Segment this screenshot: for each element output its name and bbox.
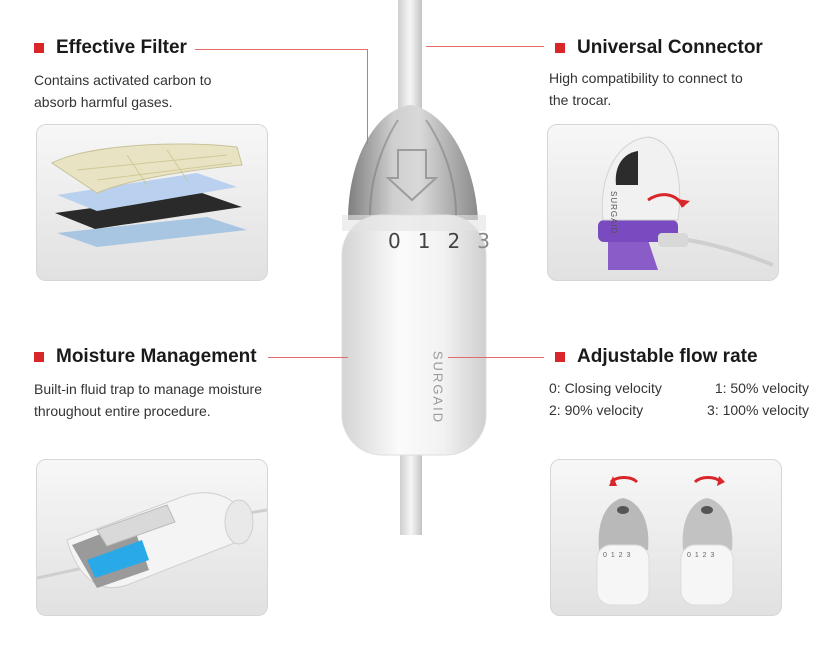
bullet-icon [555, 43, 565, 53]
moisture-desc-line-2: throughout entire procedure. [34, 403, 211, 419]
moisture-image [36, 459, 268, 616]
mini-dial-numbers-right: 0 1 2 3 [687, 552, 716, 559]
flow-rates: 0: Closing velocity 1: 50% velocity 2: 9… [549, 377, 809, 421]
flow-rate-1: 1: 50% velocity [714, 380, 809, 396]
rotate-arrow-icon [678, 199, 690, 207]
dial-number-2: 2 [447, 229, 461, 253]
filter-title: Effective Filter [56, 37, 187, 58]
central-device [341, 0, 487, 535]
dial-cap [348, 105, 478, 220]
trocar-connector-illustration [598, 136, 774, 270]
connector-description: High compatibility to connect to the tro… [549, 67, 743, 111]
upper-tube [398, 0, 422, 110]
rotate-right-arrow-icon [717, 476, 725, 486]
mini-dial-numbers-left: 0 1 2 3 [603, 552, 632, 559]
device-brand-label: SURGAID [430, 350, 446, 425]
bullet-icon [34, 43, 44, 53]
line-connector [426, 46, 544, 47]
filter-heading: Effective Filter [34, 37, 187, 59]
connector-brand-label: SURGAID [609, 191, 618, 235]
dial-number-3: 3 [477, 229, 490, 253]
fluid-trap-cutaway-illustration [37, 492, 267, 589]
flow-image: 0 1 2 3 0 1 2 3 [550, 459, 782, 616]
arrow-down-icon [385, 149, 439, 202]
connector-heading: Universal Connector [555, 37, 763, 59]
moisture-desc-line-1: Built-in fluid trap to manage moisture [34, 381, 262, 397]
device-dial-numbers: 0 1 2 3 [388, 229, 490, 253]
connector-desc-line-2: the trocar. [549, 92, 612, 108]
moisture-description: Built-in fluid trap to manage moisture t… [34, 378, 262, 422]
flow-rate-3: 3: 100% velocity [707, 402, 809, 418]
moisture-title: Moisture Management [56, 346, 257, 367]
filter-desc-line-2: absorb harmful gases. [34, 94, 173, 110]
line-filter-v [367, 49, 368, 144]
moisture-heading: Moisture Management [34, 346, 257, 368]
line-moisture [268, 357, 348, 358]
rotating-dial-pair-illustration [596, 476, 734, 606]
connector-title: Universal Connector [577, 37, 763, 58]
connector-image: SURGAID [547, 124, 779, 281]
flow-title: Adjustable flow rate [577, 346, 758, 367]
dial-number-0: 0 [388, 229, 401, 253]
connector-desc-line-1: High compatibility to connect to [549, 70, 743, 86]
flow-rate-2: 2: 90% velocity [549, 402, 644, 418]
filter-image [36, 124, 268, 281]
bullet-icon [34, 352, 44, 362]
flow-heading: Adjustable flow rate [555, 346, 758, 368]
line-filter-h [195, 49, 367, 50]
lower-tube [400, 450, 422, 535]
rotate-left-arrow-icon [609, 476, 617, 486]
filter-description: Contains activated carbon to absorb harm… [34, 69, 211, 113]
flow-rate-0: 0: Closing velocity [549, 380, 662, 396]
filter-desc-line-1: Contains activated carbon to [34, 72, 212, 88]
dial-number-1: 1 [417, 229, 431, 253]
bullet-icon [555, 352, 565, 362]
line-flow [448, 357, 544, 358]
filter-layers-illustration [51, 143, 247, 247]
